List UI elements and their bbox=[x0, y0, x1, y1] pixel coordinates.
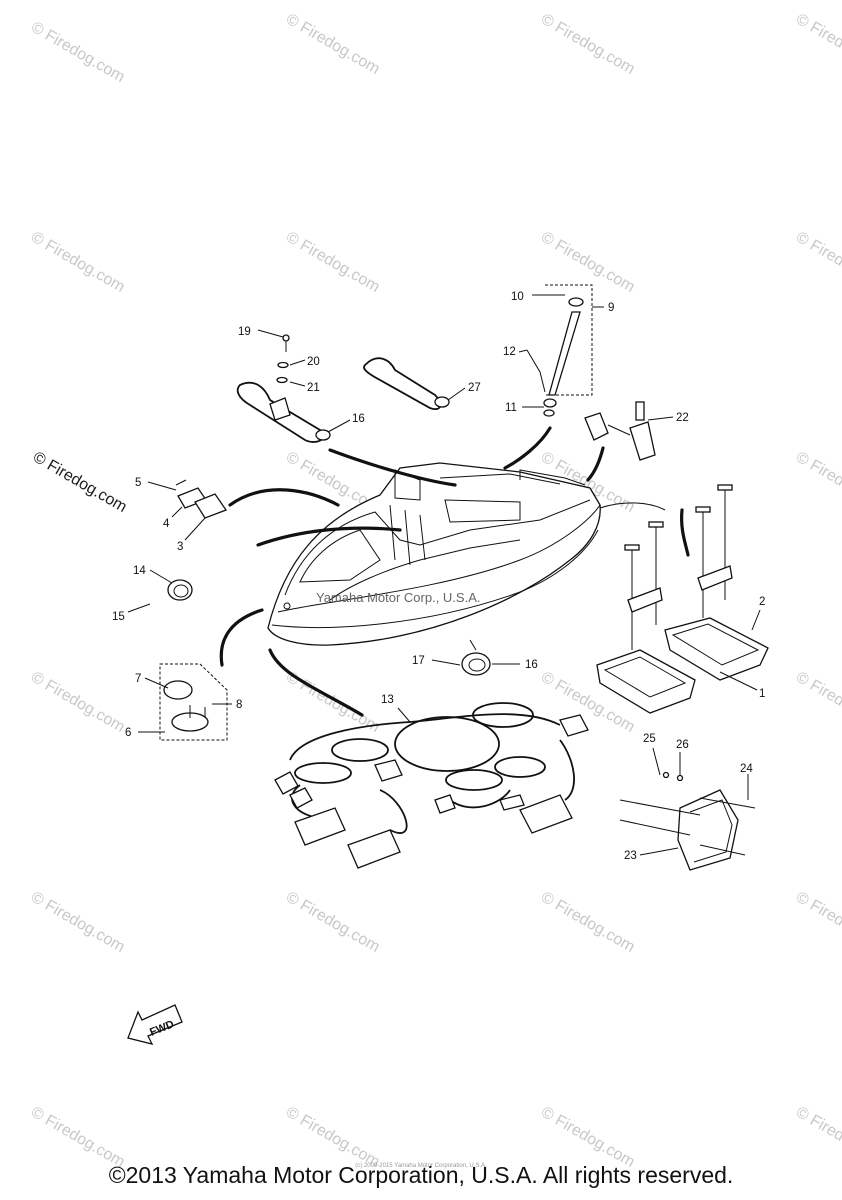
callout-15: 15 bbox=[112, 611, 125, 623]
watermark: © Firedog.com bbox=[283, 229, 383, 296]
light-assembly bbox=[159, 663, 228, 741]
callout-labels: 1 2 3 4 5 6 7 8 9 10 11 12 13 14 15 16 1… bbox=[112, 291, 765, 862]
callout-9: 9 bbox=[608, 302, 614, 314]
callout-5: 5 bbox=[135, 477, 141, 489]
watermark: © Firedog.com bbox=[28, 1104, 128, 1171]
fuse-box bbox=[619, 771, 756, 871]
callout-19: 19 bbox=[238, 326, 251, 338]
watermark: © Firedog.com bbox=[793, 229, 842, 296]
watermark: © Firedog.com bbox=[793, 449, 842, 516]
callout-22: 22 bbox=[676, 412, 689, 424]
watermark: © Firedog.com bbox=[28, 669, 128, 736]
watermark: © Firedog.com bbox=[28, 19, 128, 86]
callout-11: 11 bbox=[505, 402, 517, 414]
callout-24: 24 bbox=[740, 763, 753, 775]
watermark: © Firedog.com bbox=[538, 229, 638, 296]
callout-23: 23 bbox=[624, 850, 637, 862]
callout-1: 1 bbox=[759, 688, 765, 700]
watermark: © Firedog.com bbox=[793, 669, 842, 736]
tie-ropes bbox=[236, 334, 450, 443]
callout-20: 20 bbox=[307, 356, 320, 368]
drain-tube bbox=[503, 284, 593, 470]
watermark: © Firedog.com bbox=[283, 11, 383, 78]
callout-16-bottom: 16 bbox=[525, 659, 538, 671]
callout-6: 6 bbox=[125, 727, 131, 739]
callout-10: 10 bbox=[511, 291, 524, 303]
callout-12: 12 bbox=[503, 346, 516, 358]
battery-trays bbox=[596, 484, 769, 714]
callout-26: 26 bbox=[676, 739, 689, 751]
callout-8: 8 bbox=[236, 699, 242, 711]
watermark: © Firedog.com bbox=[538, 889, 638, 956]
callout-7: 7 bbox=[135, 673, 141, 685]
callout-16-top: 16 bbox=[352, 413, 365, 425]
callout-4: 4 bbox=[163, 518, 170, 530]
hull-watermark: Yamaha Motor Corp., U.S.A. bbox=[316, 590, 481, 605]
callout-17: 17 bbox=[412, 655, 425, 667]
watermark: © Firedog.com bbox=[793, 1104, 842, 1171]
callout-2: 2 bbox=[759, 596, 765, 608]
callout-3: 3 bbox=[177, 541, 183, 553]
small-credit: (c) 2000-2015 Yamaha Motor Corporation, … bbox=[355, 1163, 487, 1169]
watermark: © Firedog.com bbox=[538, 1104, 638, 1171]
watermark: © Firedog.com bbox=[28, 889, 128, 956]
callout-27: 27 bbox=[468, 382, 481, 394]
wire-harness bbox=[268, 648, 589, 869]
copyright-text: ©2013 Yamaha Motor Corporation, U.S.A. A… bbox=[108, 1162, 734, 1188]
callout-13: 13 bbox=[381, 694, 394, 706]
speaker-covers bbox=[167, 579, 491, 676]
watermark: © Firedog.com bbox=[793, 889, 842, 956]
sensor-part bbox=[584, 401, 656, 482]
boat-hull: Yamaha Motor Corp., U.S.A. bbox=[267, 462, 601, 646]
watermark: © Firedog.com bbox=[793, 11, 842, 78]
watermark: © Firedog.com bbox=[538, 11, 638, 78]
switch-assembly bbox=[175, 448, 457, 547]
callout-25: 25 bbox=[643, 733, 656, 745]
callout-14: 14 bbox=[133, 565, 146, 577]
watermark: © Firedog.com bbox=[283, 1104, 383, 1171]
leader-lines bbox=[127, 294, 761, 856]
watermark-side: © Firedog.com bbox=[30, 449, 130, 516]
callout-21: 21 bbox=[307, 382, 320, 394]
fwd-arrow-icon: FWD bbox=[127, 1004, 183, 1045]
watermark: © Firedog.com bbox=[283, 889, 383, 956]
watermark: © Firedog.com bbox=[28, 229, 128, 296]
